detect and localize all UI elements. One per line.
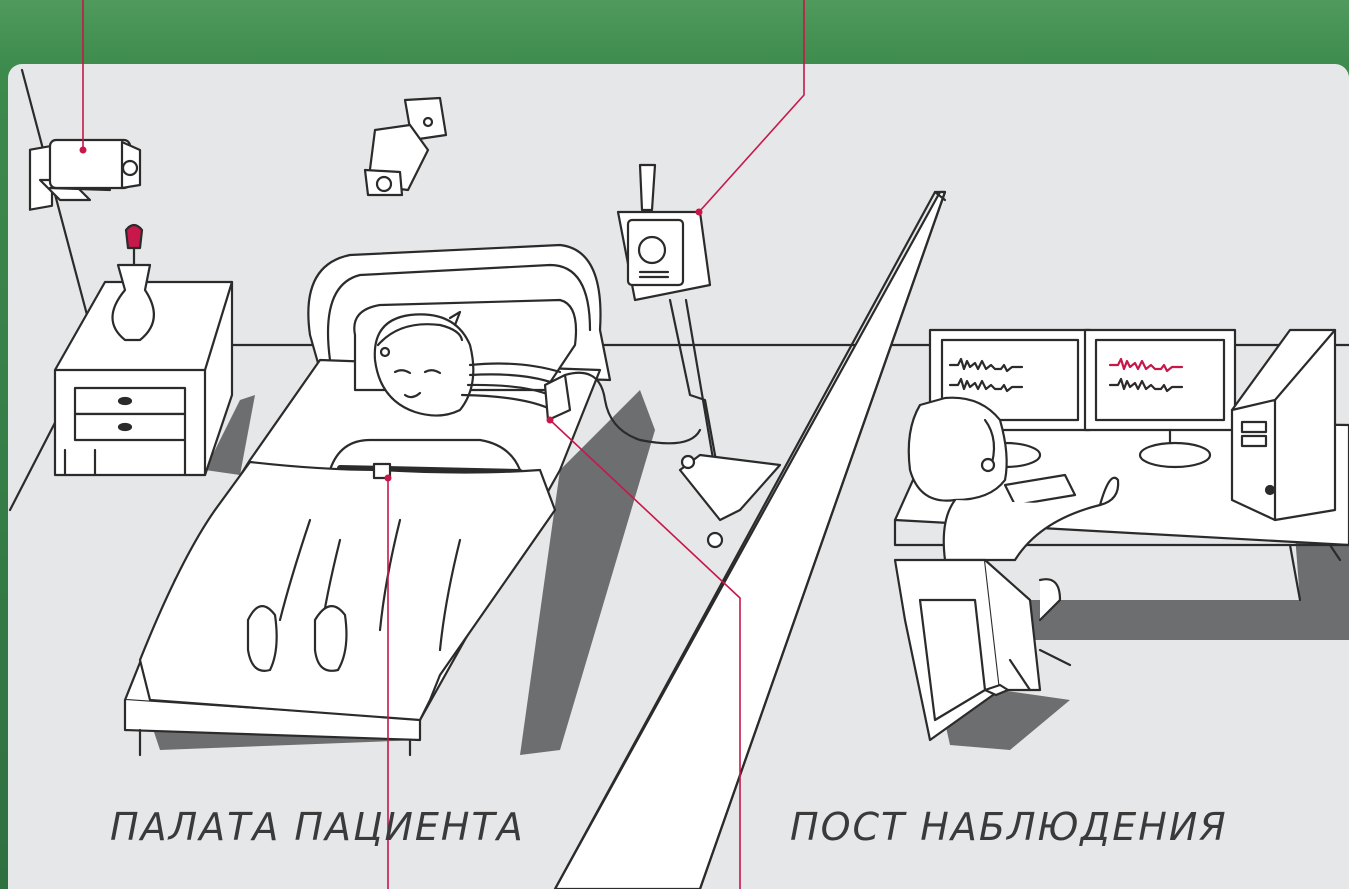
operator bbox=[907, 396, 1120, 562]
nightstand bbox=[53, 280, 234, 477]
flower-vase-icon bbox=[111, 223, 155, 342]
eeg-amplifier-icon bbox=[543, 371, 702, 445]
observation-post-label: ПОСТ НАБЛЮДЕНИЯ bbox=[790, 805, 1228, 849]
camera-icon bbox=[28, 138, 142, 211]
ward-label: ПАЛАТА ПАЦИЕНТА bbox=[110, 805, 525, 849]
blanket bbox=[138, 460, 557, 722]
eeg-monitor-icon bbox=[616, 163, 782, 549]
operator-chair bbox=[893, 558, 1072, 742]
camera-icon bbox=[363, 96, 448, 197]
glass-partition bbox=[553, 190, 947, 889]
patient-feet bbox=[246, 605, 348, 672]
computer-monitor-icon bbox=[1083, 328, 1237, 469]
callout-lines bbox=[79, 0, 805, 889]
chest-sensor-icon bbox=[372, 462, 392, 480]
keyboard bbox=[1003, 473, 1077, 507]
computer-tower bbox=[1230, 328, 1337, 522]
patient bbox=[328, 310, 562, 475]
